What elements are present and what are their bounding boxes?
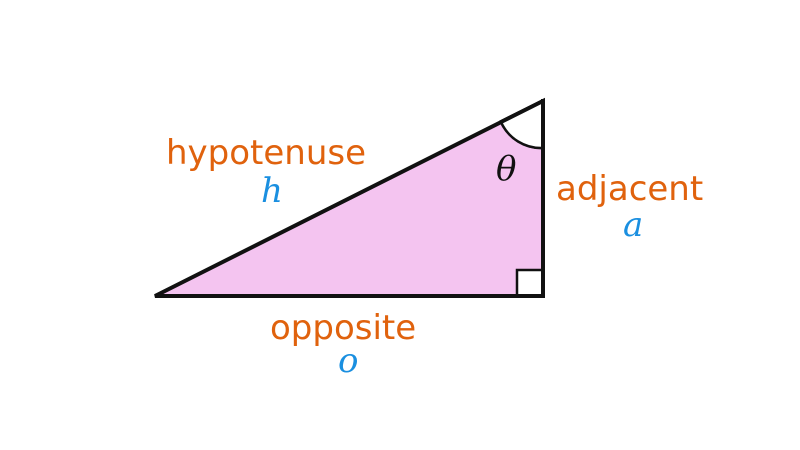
right-triangle [154, 97, 545, 298]
adjacent-label: adjacent [556, 169, 704, 209]
opposite-label: opposite [270, 308, 417, 348]
opposite-variable: o [338, 341, 359, 381]
right-angle-marker [515, 268, 545, 298]
hypotenuse-label: hypotenuse [166, 133, 367, 173]
angle-theta: θ [496, 149, 517, 189]
adjacent-variable: a [623, 205, 644, 245]
hypotenuse-variable: h [261, 171, 283, 211]
